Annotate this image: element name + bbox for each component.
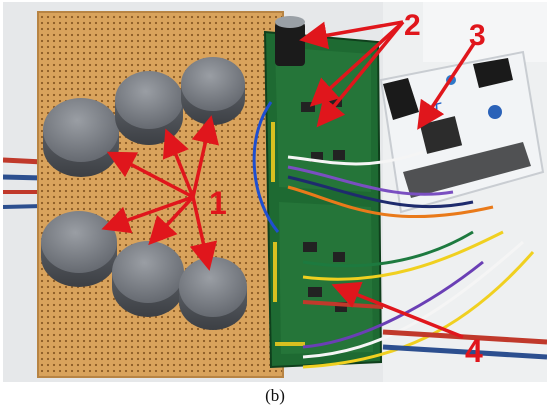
label-four: 4 <box>465 333 483 369</box>
cylinder <box>181 57 245 125</box>
label-two: 2 <box>404 9 421 42</box>
perfboard <box>37 11 284 378</box>
label-one: 1 <box>209 185 227 221</box>
photo-illustration: ST 1 2 3 4 <box>2 2 548 382</box>
signal-wires <box>252 101 535 369</box>
cylinder <box>115 71 183 145</box>
cylinder-group <box>41 57 247 330</box>
label-three: 3 <box>469 19 486 52</box>
pcb-pins <box>271 122 305 346</box>
cylinder <box>112 241 184 317</box>
cylinder <box>43 98 119 177</box>
power-cables-right <box>302 300 548 360</box>
figure-caption: (b) <box>265 386 285 405</box>
capacitor <box>275 16 305 66</box>
cylinder <box>41 211 117 287</box>
power-cables-left <box>2 157 44 209</box>
cylinder <box>179 257 247 330</box>
annotation-arrows <box>101 20 477 339</box>
photo-figure: ST 1 2 3 4 <box>2 2 548 382</box>
